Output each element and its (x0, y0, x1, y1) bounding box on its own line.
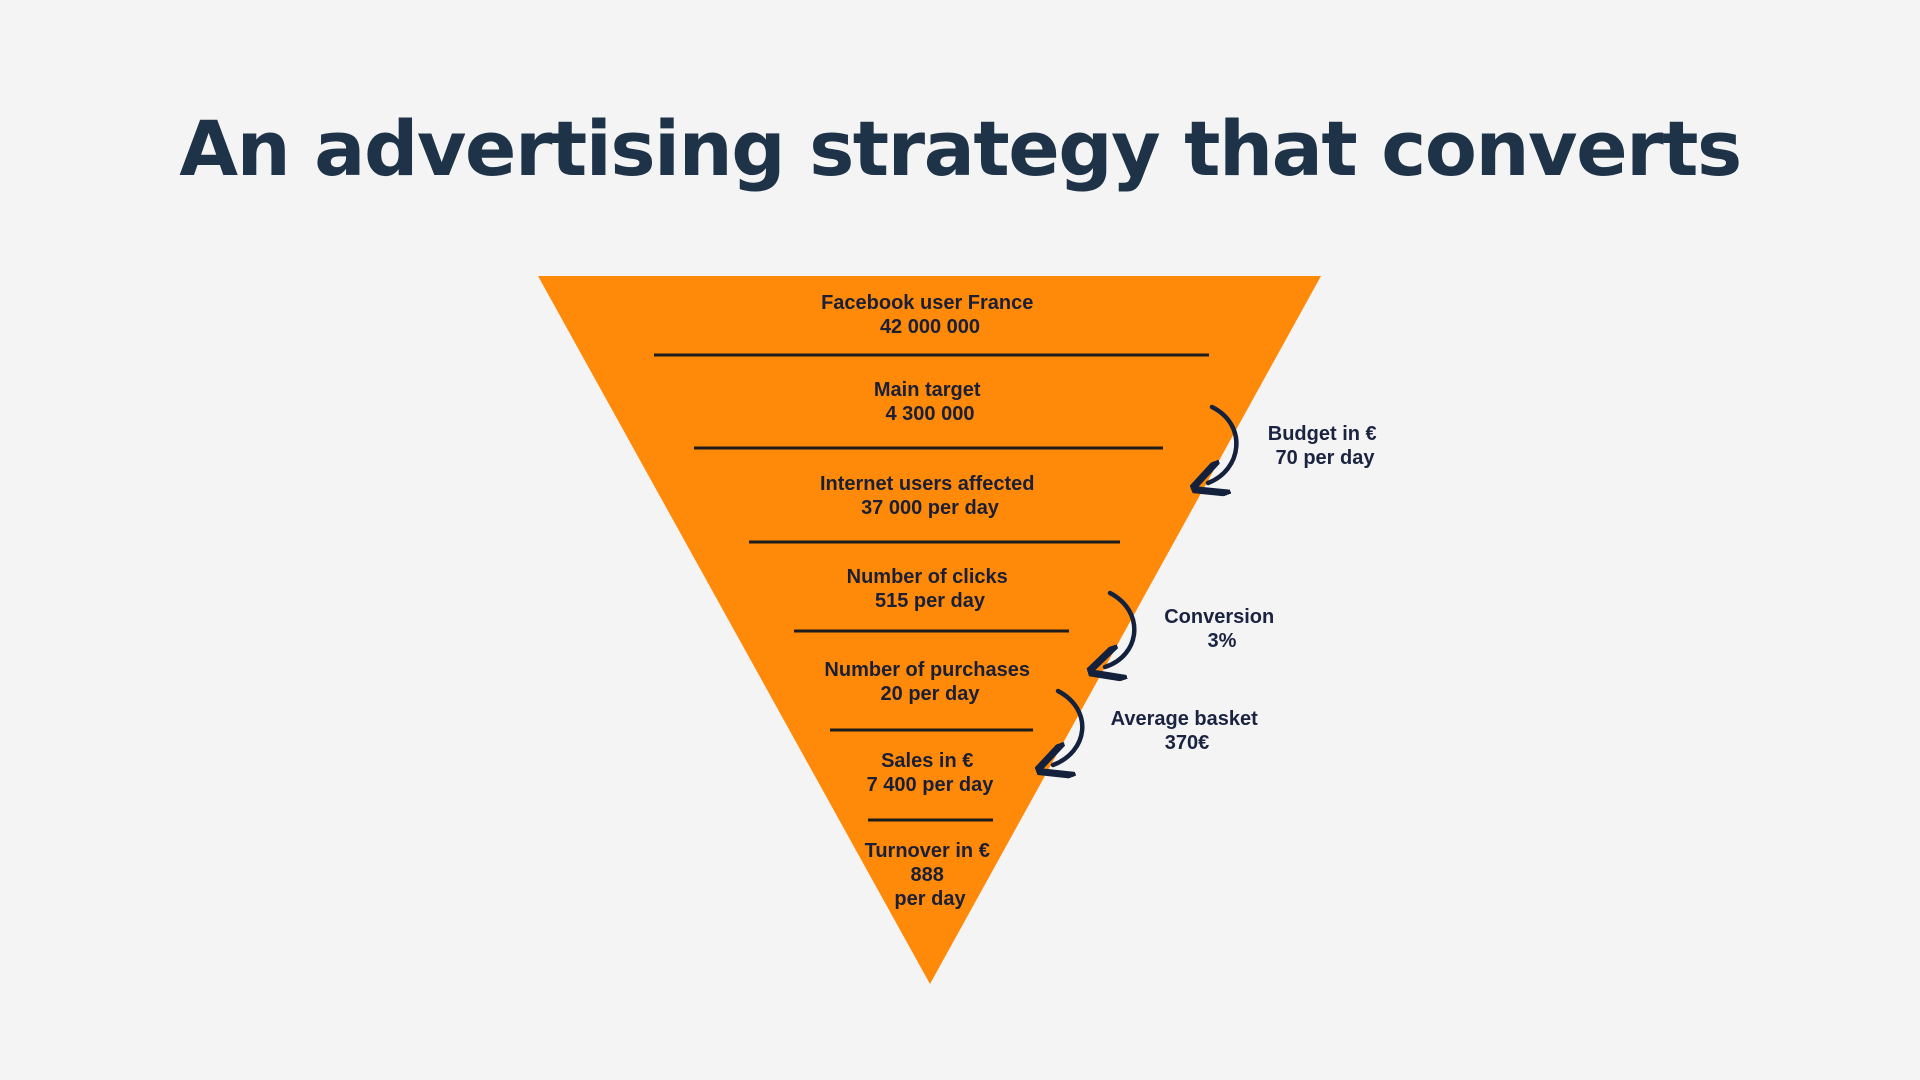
funnel-level-name: Sales in € (881, 750, 973, 772)
funnel-level-unit: per day (894, 888, 966, 910)
funnel-level-value: 888 (911, 864, 944, 886)
annotation-label: Conversion (1164, 606, 1274, 628)
funnel-level-value: 42 000 000 (880, 316, 980, 338)
annotation-value: 70 per day (1276, 447, 1376, 469)
funnel-level-value: 515 per day (875, 590, 986, 612)
funnel-level-name: Internet users affected (820, 473, 1035, 495)
funnel-level-main-target: Main target 4 300 000 (874, 379, 986, 425)
annotation-value: 370€ (1165, 732, 1210, 754)
funnel-dividers (654, 353, 1209, 822)
funnel-level-clicks: Number of clicks 515 per day (847, 566, 1014, 612)
conversion-annotation: Conversion 3% (1164, 606, 1280, 652)
funnel-level-value: 7 400 per day (867, 774, 995, 796)
funnel-level-name: Main target (874, 379, 981, 401)
average-basket-arrow-icon (1053, 688, 1085, 765)
conversion-arrow-icon (1105, 590, 1137, 667)
funnel-level-turnover: Turnover in € 888 per day (865, 840, 996, 910)
funnel-level-sales: Sales in € 7 400 per day (867, 750, 995, 796)
budget-annotation: Budget in € 70 per day (1268, 423, 1382, 469)
funnel-level-internet-users: Internet users affected 37 000 per day (820, 473, 1040, 519)
funnel-level-name: Facebook user France (821, 292, 1033, 314)
annotation-label: Average basket (1111, 708, 1258, 730)
funnel-level-value: 37 000 per day (861, 497, 1000, 519)
funnel-level-purchases: Number of purchases 20 per day (824, 659, 1035, 705)
budget-arrow-icon (1208, 404, 1239, 483)
funnel-level-name: Number of clicks (847, 566, 1008, 588)
funnel-level-value: 20 per day (881, 683, 981, 705)
funnel-level-facebook-users: Facebook user France 42 000 000 (821, 292, 1039, 338)
average-basket-annotation: Average basket 370€ (1111, 708, 1264, 754)
funnel-level-name: Number of purchases (824, 659, 1030, 681)
annotation-value: 3% (1208, 630, 1237, 652)
slide-title: An advertising strategy that converts (179, 104, 1742, 193)
funnel-level-value: 4 300 000 (886, 403, 975, 425)
funnel-level-name: Turnover in € (865, 840, 990, 862)
annotation-label: Budget in € (1268, 423, 1377, 445)
